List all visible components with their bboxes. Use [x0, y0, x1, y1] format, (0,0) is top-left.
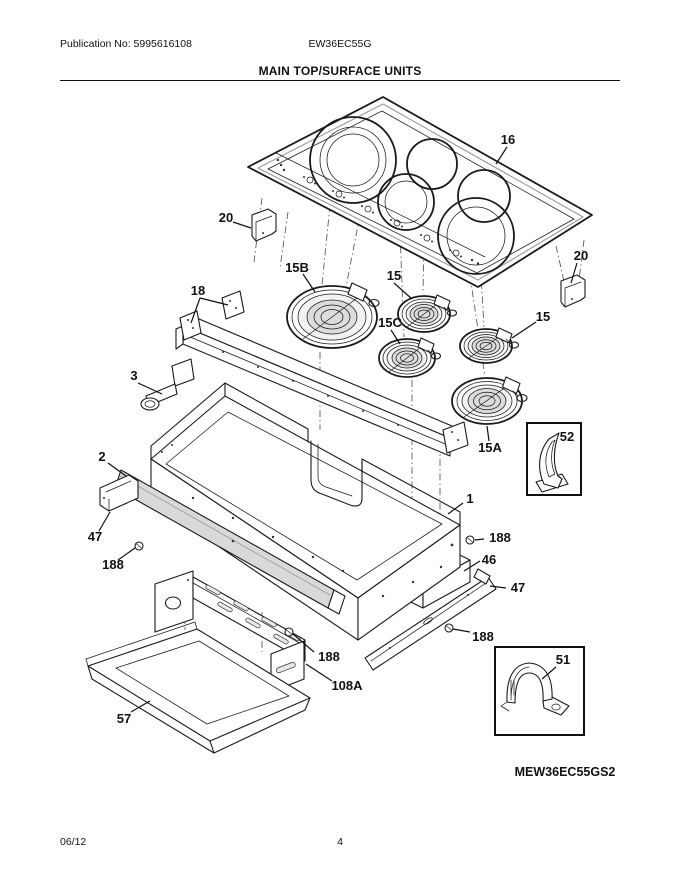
callout-188-right-bottom: 188: [472, 629, 494, 644]
callout-15b: 15B: [285, 260, 309, 275]
publication-number: Publication No: 5995616108: [60, 38, 192, 50]
burner-large-left: [309, 116, 397, 204]
glass-cooktop-16: [247, 96, 593, 288]
channel-47-right: [364, 568, 497, 671]
callout-188-left: 188: [102, 557, 124, 572]
element-15-first: [397, 294, 458, 333]
callout-188-bottom: 188: [318, 649, 340, 664]
callout-51: 51: [556, 652, 570, 667]
burner-bottom-right: [437, 197, 515, 275]
callout-18: 18: [191, 283, 205, 298]
element-15-second: [459, 327, 520, 364]
callout-2: 2: [98, 449, 105, 464]
element-15a: [451, 376, 528, 425]
callout-47-right: 47: [511, 580, 525, 595]
inset-box-51: [494, 646, 585, 736]
callout-labels: 16 20 20 15B 15 15C 15 18 3 15A 52 2 1 4…: [88, 132, 588, 726]
element-15b: [286, 282, 380, 349]
callout-15a: 15A: [478, 440, 502, 455]
channel-47-left: [99, 474, 139, 512]
callout-1: 1: [466, 491, 473, 506]
clip-52: [535, 432, 569, 493]
burner-center: [377, 173, 435, 231]
vent-bracket-108a: [154, 570, 306, 693]
callout-108a: 108A: [331, 678, 363, 693]
burner-top-right: [406, 138, 458, 190]
callout-20-right: 20: [574, 248, 588, 263]
screw-188-left: [134, 541, 144, 551]
callout-188-right-top: 188: [489, 530, 511, 545]
callout-20-left: 20: [219, 210, 233, 225]
callout-52: 52: [560, 429, 574, 444]
inset-box-52: [526, 422, 582, 496]
element-15c: [378, 337, 442, 378]
screw-188-right-bottom: [444, 623, 454, 633]
callout-47-left: 47: [88, 529, 102, 544]
model-number: EW36EC55G: [308, 38, 372, 50]
burner-right-mid: [457, 169, 511, 223]
footer-page-number: 4: [337, 836, 343, 848]
mounting-rail-18: [175, 290, 469, 457]
screw-188-bottom: [284, 627, 294, 637]
bracket-3: [140, 358, 195, 411]
callout-15-second: 15: [536, 309, 550, 324]
screw-188-right-top: [465, 535, 475, 545]
callout-16: 16: [501, 132, 515, 147]
callout-57: 57: [117, 711, 131, 726]
callout-3: 3: [130, 368, 137, 383]
bracket-20-left: [251, 208, 277, 242]
tray-57: [85, 621, 311, 754]
footer-date: 06/12: [60, 836, 87, 848]
clamp-51: [500, 662, 570, 716]
callout-15-first: 15: [387, 268, 401, 283]
control-strip: [275, 152, 486, 265]
callout-46: 46: [482, 552, 496, 567]
title-rule: [60, 80, 620, 81]
bracket-20-right: [560, 274, 586, 308]
leader-lines: [98, 146, 578, 713]
page-title: MAIN TOP/SURFACE UNITS: [258, 64, 422, 78]
callout-15c: 15C: [378, 315, 402, 330]
diagram-id: MEW36EC55GS2: [515, 765, 616, 779]
